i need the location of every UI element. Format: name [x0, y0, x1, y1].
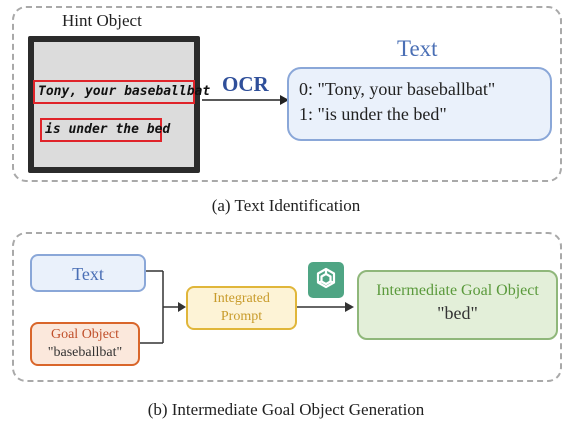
hint-object-image: Tony, your baseballbat is under the bed	[28, 36, 210, 173]
text-result-line-1: 1: "is under the bed"	[299, 104, 447, 124]
ocr-label: OCR	[222, 72, 269, 96]
openai-logo-icon	[308, 262, 344, 298]
text-result-title: Text	[397, 36, 438, 61]
panel-goal-generation	[12, 232, 562, 382]
integrated-prompt-line-2: Prompt	[220, 309, 263, 324]
integrated-prompt-box: Integrated Prompt	[186, 286, 297, 330]
text-input-box: Text	[30, 254, 146, 292]
goal-object-label: Goal Object	[50, 327, 120, 342]
intermediate-goal-object-value: "bed"	[437, 303, 478, 323]
handwriting-line-1: Tony, your baseballbat	[33, 80, 210, 104]
hint-object-title: Hint Object	[62, 11, 142, 30]
goal-object-value: "baseballbat"	[47, 345, 123, 360]
text-result-line-0: 0: "Tony, your baseballbat"	[299, 79, 496, 99]
handwriting-line-2: is under the bed	[40, 118, 170, 142]
integrated-prompt-line-1: Integrated	[213, 291, 270, 306]
caption-b: (b) Intermediate Goal Object Generation	[147, 400, 425, 419]
intermediate-goal-object-label: Intermediate Goal Object	[376, 282, 539, 299]
goal-object-box: Goal Object "baseballbat"	[30, 322, 140, 366]
panel-text-identification	[12, 6, 562, 182]
intermediate-goal-object-box: Intermediate Goal Object "bed"	[357, 270, 558, 340]
ocr-arrow	[202, 95, 289, 105]
text-result-box: 0: "Tony, your baseballbat" 1: "is under…	[287, 67, 552, 141]
caption-a: (a) Text Identification	[211, 196, 361, 215]
